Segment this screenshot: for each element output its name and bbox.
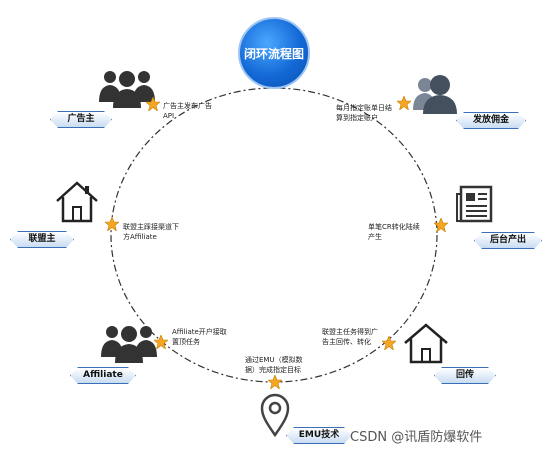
watermark: CSDN @讯盾防爆软件	[350, 430, 483, 445]
step-callback: 联盟主任务得到广 告主回传、转化	[322, 328, 378, 346]
newspaper-icon	[456, 185, 493, 223]
location-pin-icon	[260, 393, 290, 437]
tag-emu: EMU技术	[286, 427, 352, 444]
star-icon	[146, 97, 160, 111]
tag-commission: 发放佣金	[456, 112, 526, 129]
step-emu: 通过EMU（模拟数 据）完成指定目标	[245, 356, 303, 374]
star-icon	[434, 218, 448, 232]
step-affiliate: Affiliate开户接取 置顶任务	[172, 328, 227, 346]
step-commission: 每月指定账单日结 算到指定账户	[336, 104, 392, 122]
step-backend: 单笔CR转化陆续 产生	[368, 223, 420, 241]
group-people-icon	[99, 71, 155, 108]
person-silhouette-icon	[413, 75, 457, 114]
tag-callback: 回传	[434, 367, 496, 384]
step-alliance: 联盟主踩接渠道下 方Affiliate	[123, 223, 179, 241]
house-icon	[56, 181, 98, 223]
star-icon	[397, 96, 411, 110]
star-icon	[382, 336, 396, 350]
group-people-icon	[101, 326, 157, 363]
star-icon	[154, 335, 168, 349]
step-advertiser: 广告主发布广告 API	[163, 102, 212, 120]
star-icon	[268, 375, 282, 389]
title: 闭环流程图	[243, 46, 304, 61]
tag-alliance: 联盟主	[10, 231, 74, 248]
house-icon	[404, 323, 448, 364]
tag-advertiser: 广告主	[50, 111, 112, 128]
title-circle: 闭环流程图	[238, 17, 310, 89]
star-icon	[105, 217, 119, 231]
tag-affiliate: Affiliate	[70, 367, 136, 384]
tag-backend: 后台产出	[474, 232, 542, 249]
